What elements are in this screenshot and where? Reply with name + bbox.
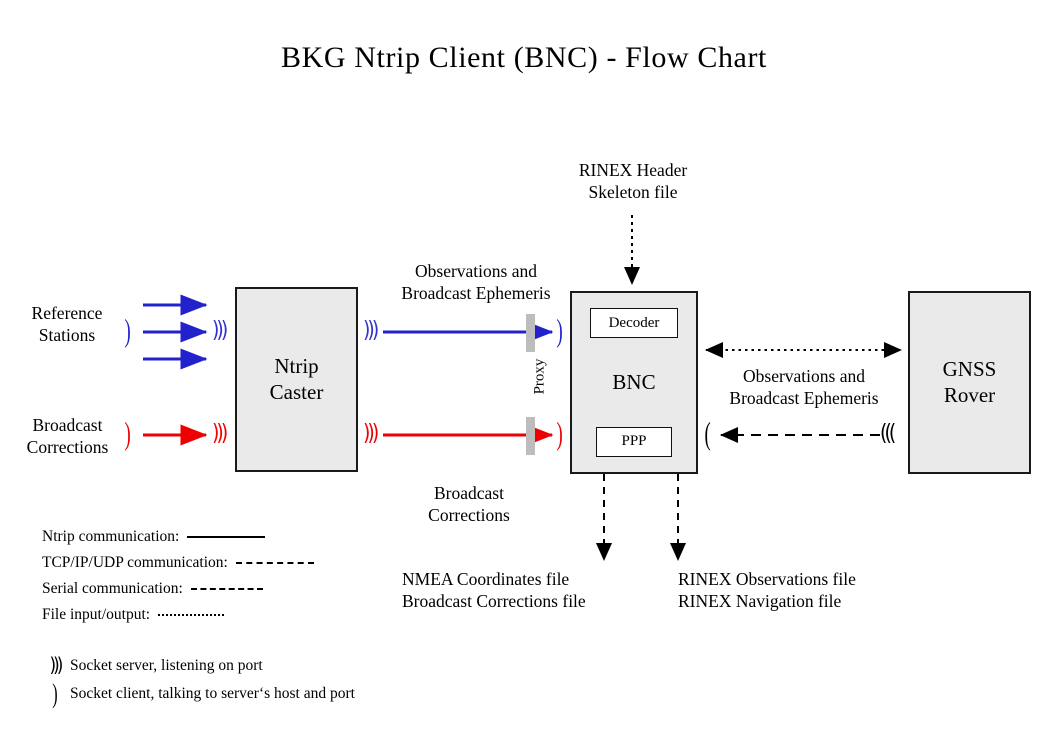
socket-server-icon: )))	[49, 653, 64, 677]
label-broadcast-corrections-source: Broadcast Corrections	[26, 415, 109, 457]
proxy-bar-lower	[526, 417, 535, 455]
legend-sample-dash-dot	[190, 588, 263, 590]
node-gnss-rover[interactable]: GNSS Rover	[908, 291, 1031, 474]
socket-client-icon: )	[556, 415, 563, 452]
socket-server-icon: )))	[212, 317, 228, 343]
label-rinex-header-skeleton: RINEX Header Skeleton file	[578, 160, 688, 202]
socket-client-icon: (	[704, 415, 711, 452]
node-bnc[interactable]: Decoder BNC PPP	[570, 291, 698, 474]
legend-socket-types: ))) Socket server, listening on port ) S…	[40, 652, 500, 708]
label-rinex-outputs: RINEX Observations file RINEX Navigation…	[678, 569, 856, 611]
legend-sample-dotted	[158, 614, 225, 616]
page-title: BKG Ntrip Client (BNC) - Flow Chart	[281, 41, 767, 74]
node-bnc-decoder-label: Decoder	[608, 314, 660, 331]
legend-row: Serial communication:	[42, 576, 372, 602]
socket-client-icon: )	[124, 415, 131, 452]
socket-server-icon: )))	[212, 420, 228, 446]
label-observations-ephemeris-left: Observations and Broadcast Ephemeris	[401, 261, 551, 303]
legend-row: TCP/IP/UDP communication:	[42, 550, 372, 576]
label-observations-ephemeris-right: Observations and Broadcast Ephemeris	[729, 366, 879, 408]
legend-socket-label: Socket server, listening on port	[70, 657, 263, 674]
socket-client-icon: )	[52, 678, 58, 710]
legend-label: Serial communication:	[42, 580, 183, 597]
legend-line-styles: Ntrip communication: TCP/IP/UDP communic…	[42, 524, 372, 628]
edge-reference-stations-to-caster	[143, 294, 208, 370]
legend-row: Ntrip communication:	[42, 524, 372, 550]
socket-client-icon: )	[556, 312, 563, 349]
socket-server-icon: )))	[883, 420, 897, 446]
label-proxy: Proxy	[531, 358, 548, 395]
label-reference-stations: Reference Stations	[31, 303, 103, 345]
label-nmea-outputs: NMEA Coordinates file Broadcast Correcti…	[402, 569, 586, 611]
legend-label: File input/output:	[42, 606, 151, 623]
legend-sample-solid	[187, 536, 266, 538]
node-bnc-ppp[interactable]: PPP	[596, 426, 672, 457]
legend-socket-row: ))) Socket server, listening on port	[40, 652, 500, 680]
socket-client-icon: )	[124, 312, 131, 349]
legend-socket-label: Socket client, talking to server‘s host …	[70, 685, 355, 702]
socket-server-icon: )))	[363, 317, 379, 343]
node-bnc-decoder[interactable]: Decoder	[590, 308, 678, 338]
legend-label: TCP/IP/UDP communication:	[42, 554, 228, 571]
proxy-bar-upper	[526, 314, 535, 352]
node-ntrip-caster[interactable]: Ntrip Caster	[235, 287, 358, 472]
legend-row: File input/output:	[42, 602, 372, 628]
legend-label: Ntrip communication:	[42, 528, 180, 545]
node-gnss-rover-label: GNSS Rover	[942, 356, 997, 407]
label-broadcast-corrections-mid: Broadcast Corrections	[428, 483, 510, 525]
legend-sample-dashed	[235, 562, 314, 564]
node-bnc-ppp-label: PPP	[621, 433, 647, 450]
node-bnc-label: BNC	[612, 369, 656, 394]
node-ntrip-caster-label: Ntrip Caster	[269, 353, 324, 404]
socket-server-icon: )))	[363, 420, 379, 446]
legend-socket-row: ) Socket client, talking to server‘s hos…	[40, 680, 500, 708]
